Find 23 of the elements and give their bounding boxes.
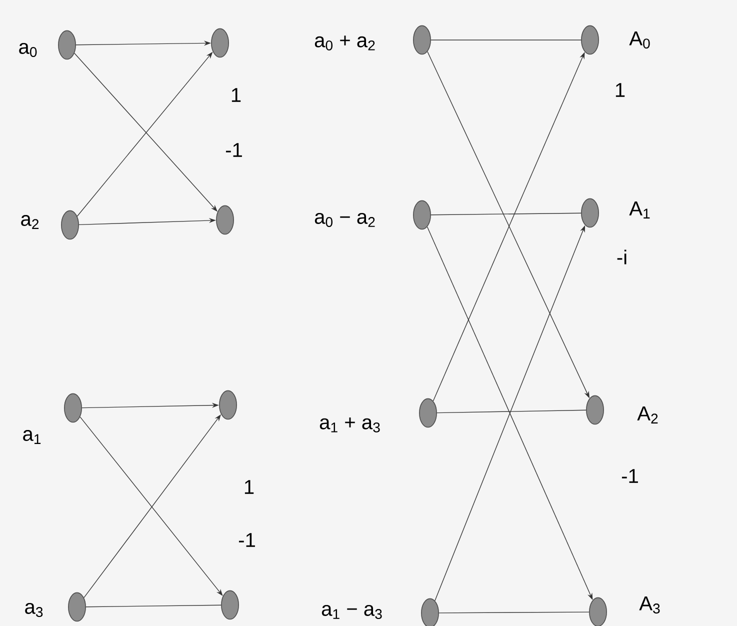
node-label: a$_{3}$ bbox=[25, 602, 43, 618]
node-label: a$_{0}$ + a$_{2}$ bbox=[314, 36, 375, 50]
weight-label: -1 bbox=[622, 469, 638, 483]
node-label: a$_{1}$ − a$_{3}$ bbox=[322, 604, 382, 620]
node-label: A$_{0}$ bbox=[629, 31, 650, 49]
node-label: a$_{1}$ bbox=[23, 430, 41, 444]
node-label: A$_{2}$ bbox=[637, 406, 658, 424]
weight-label: -1 bbox=[226, 143, 242, 157]
weight-label: 1 bbox=[616, 83, 625, 97]
node-label: a$_{0}$ bbox=[19, 42, 37, 58]
node-ellipse bbox=[216, 205, 234, 235]
weight-label: -1 bbox=[238, 533, 255, 547]
node-label: A$_{3}$ bbox=[639, 596, 660, 614]
node-ellipse bbox=[211, 28, 229, 58]
node-ellipse bbox=[219, 390, 237, 420]
weight-label: -i bbox=[617, 250, 626, 264]
node-label: a$_{0}$ − a$_{2}$ bbox=[314, 212, 375, 228]
weight-label: 1 bbox=[244, 480, 254, 494]
node-label: a$_{1}$ + a$_{3}$ bbox=[320, 418, 380, 432]
weight-label: 1 bbox=[232, 88, 241, 102]
node-label: a$_{2}$ bbox=[21, 215, 39, 229]
node-ellipse bbox=[221, 590, 239, 620]
node-label: A$_{1}$ bbox=[629, 202, 650, 218]
